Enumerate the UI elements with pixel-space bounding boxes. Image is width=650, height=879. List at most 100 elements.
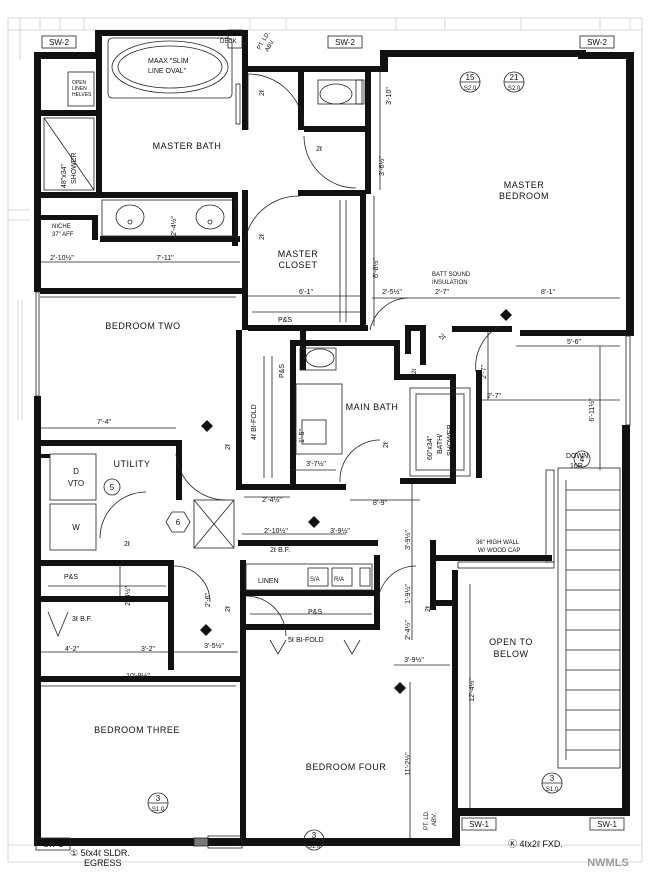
exterior-walls: [34, 30, 634, 846]
windows: [35, 83, 631, 847]
dimension-labels: 3'-10" 3'-6½" 2'-10½" 7'-11" 6'-8½" 2'-5…: [50, 87, 596, 776]
dimension-label: 6'-1": [299, 289, 313, 296]
room-bedroom-four: BEDROOM FOUR: [306, 762, 387, 772]
door-label: 2ℓ: [316, 146, 323, 153]
pt-load-bottom-label-2: ABV.: [432, 813, 438, 826]
egress-window-label-2: EGRESS: [84, 858, 122, 868]
shear-wall-tag: SW-1: [43, 840, 63, 849]
dimension-label: 8'-9": [373, 500, 387, 507]
fixture-labels: MAAX "SLIM LINE OVAL" TILE DECK OPEN LIN…: [52, 31, 629, 869]
open-linen-label-1: OPEN: [72, 80, 87, 86]
room-open-below-1: OPEN TO: [489, 637, 533, 647]
stair-down-label-1: DOWN: [566, 453, 588, 460]
bifold-label-3: 5ℓ BI-FOLD: [288, 637, 324, 644]
fixtures: [43, 29, 621, 769]
dimension-label: 2'-7": [481, 365, 488, 379]
batt-label-2: INSULATION: [432, 280, 468, 286]
dimension-label: 1'-5": [299, 429, 306, 443]
bifold-label-4: 2ℓ B.F.: [270, 547, 290, 554]
shear-wall-tag: SW-1: [215, 838, 235, 847]
tag-4-label: 4: [580, 455, 585, 464]
section-3a-sheet: S1.0: [152, 807, 165, 813]
dimension-label: 2'-10½": [50, 254, 74, 262]
dimension-label: 2'-4½": [404, 620, 412, 640]
bath-shower-label-3: SHOWER: [447, 425, 454, 457]
open-linen-label-2: LINEN: [72, 86, 87, 92]
dimension-label: 2'-5½": [382, 288, 402, 296]
room-master-bedroom-2: BEDROOM: [499, 191, 549, 201]
dimension-label: 2'-4½": [170, 216, 178, 236]
dimension-label: 12'-4½": [468, 678, 476, 702]
dimension-label: 2'-7": [435, 289, 449, 296]
dimension-label: 2'-4½": [124, 586, 132, 606]
dimension-label: 7'-11": [156, 255, 174, 262]
door-swings: [47, 73, 501, 655]
callout-tags: 4 5 6 15 S2.0 21 S2.0 3 S1.0 3 S1.0 3 S1…: [103, 71, 591, 851]
return-air-label: R/A: [334, 577, 344, 583]
room-master-bedroom-1: MASTER: [504, 180, 545, 190]
door-label: 2ℓ: [225, 443, 232, 450]
dimension-label: 3'-9½": [404, 530, 412, 550]
tag-6-label: 6: [176, 518, 181, 527]
dimension-label: 11'-2½": [404, 752, 412, 776]
dimension-label: 5'-6": [567, 339, 581, 346]
interior-walls: [40, 58, 552, 844]
pands-label-3: P&S: [64, 574, 78, 581]
fixed-window-label: Ⓚ 4ℓx2ℓ FXD.: [508, 839, 563, 849]
dimension-lines: [40, 72, 620, 838]
high-wall-label-2: W/ WOOD CAP: [478, 548, 520, 554]
egress-window-label-1: ① 5ℓx4ℓ SLDR.: [70, 848, 130, 858]
section-3a-number: 3: [156, 794, 161, 803]
pands-label-4: P&S: [308, 609, 322, 616]
tag-5-label: 5: [110, 483, 115, 492]
dimension-label: 7'-4": [97, 419, 111, 426]
shower-label-2: SHOWER: [71, 153, 78, 185]
tub-label-2: LINE OVAL": [148, 68, 187, 75]
batt-label-1: BATT SOUND: [432, 272, 471, 278]
door-label: 2ℓ: [383, 441, 390, 448]
dimension-label: 6'-8½": [372, 258, 380, 278]
door-label: 2ℓ: [259, 89, 266, 96]
section-21-sheet: S2.0: [508, 86, 521, 92]
shear-wall-tag: SW-2: [335, 38, 355, 47]
pands-label-2: P&S: [279, 364, 286, 378]
section-3c-sheet: S1.0: [546, 787, 559, 793]
dimension-label: 2'-10½": [264, 527, 288, 535]
door-label: 2ℓ: [437, 333, 447, 343]
niche-label-2: 37" AFF: [52, 232, 74, 238]
section-15-number: 15: [466, 73, 475, 82]
dimension-label: 10'-9½": [126, 672, 150, 680]
linen-label: LINEN: [258, 578, 279, 585]
door-label: 2ℓ: [259, 233, 266, 240]
section-3b-number: 3: [312, 831, 317, 840]
dimension-label: 8'-1": [541, 289, 555, 296]
room-master-closet-2: CLOSET: [278, 260, 317, 270]
door-label: 2ℓ: [124, 541, 131, 548]
room-master-bath: MASTER BATH: [153, 141, 222, 151]
tub-label-1: MAAX "SLIM: [148, 58, 189, 65]
pt-load-top-label-2: ABV.: [265, 38, 277, 53]
dimension-label: 3'-5½": [204, 642, 224, 650]
dimension-label: 4'-2": [65, 646, 79, 653]
room-open-below-2: BELOW: [493, 649, 528, 659]
section-3b-sheet: S1.0: [308, 844, 321, 850]
bath-shower-label-2: BATH/: [437, 434, 444, 454]
room-utility: UTILITY: [113, 459, 150, 469]
supply-air-label: S/A: [310, 577, 320, 583]
tile-deck-label-2: DECK: [220, 39, 237, 45]
bifold-label-2: 3ℓ B.F.: [72, 616, 92, 623]
door-label: 2ℓ: [425, 605, 432, 612]
dimension-label: 10'-9½": [126, 287, 150, 295]
dimension-label: 2'-7": [487, 393, 501, 400]
dryer-label-1: D: [73, 467, 79, 476]
dimension-label: 1'-9½": [404, 584, 412, 604]
dryer-label-2: VTO: [68, 479, 84, 488]
high-wall-label-1: 36" HIGH WALL: [476, 540, 520, 546]
shear-wall-tag: SW-2: [49, 38, 69, 47]
reference-markers: [200, 309, 512, 694]
section-3c-number: 3: [550, 774, 555, 783]
room-bedroom-two: BEDROOM TWO: [105, 321, 180, 331]
bifold-label-1: 4ℓ BI-FOLD: [251, 404, 258, 440]
niche-label-1: NICHE: [52, 224, 71, 230]
